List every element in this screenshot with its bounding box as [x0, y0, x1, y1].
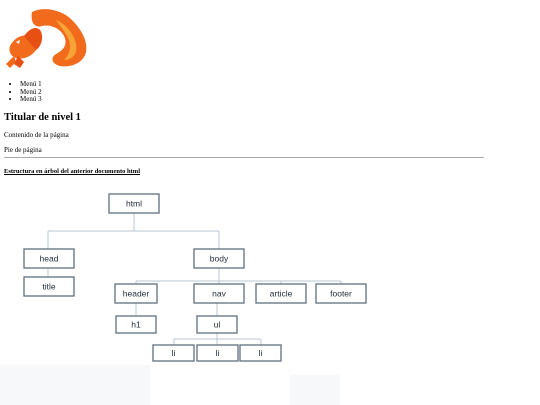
svg-text:nav: nav: [212, 289, 226, 299]
node-article: article: [255, 283, 307, 304]
node-li-3: li: [239, 344, 282, 362]
svg-text:h1: h1: [131, 320, 141, 330]
svg-text:html: html: [126, 199, 142, 209]
firefox-logo-icon: [6, 9, 87, 68]
node-title: title: [23, 276, 75, 297]
image-fade-right: [290, 375, 340, 405]
svg-text:article: article: [270, 289, 293, 299]
svg-text:li: li: [172, 348, 176, 358]
node-li-1: li: [152, 344, 195, 362]
svg-text:header: header: [123, 289, 150, 299]
node-header: header: [114, 283, 158, 304]
menu-item[interactable]: Menú 1: [20, 80, 42, 89]
svg-text:body: body: [210, 254, 229, 264]
node-h1: h1: [115, 315, 157, 334]
node-html: html: [108, 193, 160, 214]
svg-text:head: head: [40, 254, 59, 264]
node-nav: nav: [193, 283, 245, 304]
node-body: body: [193, 248, 245, 269]
image-fade-left: [0, 365, 150, 405]
tree-caption: Estructura en árbol del anterior documen…: [4, 168, 141, 175]
node-head: head: [23, 248, 75, 269]
node-ul: ul: [196, 315, 238, 334]
menu-list: Menú 1 Menú 2 Menú 3: [20, 80, 42, 104]
menu-item[interactable]: Menú 2: [20, 88, 42, 97]
svg-text:title: title: [42, 282, 56, 292]
horizontal-rule: [4, 157, 484, 158]
svg-text:ul: ul: [214, 320, 221, 330]
page-content: Contenido de la página: [4, 131, 69, 139]
menu-item[interactable]: Menú 3: [20, 95, 42, 104]
svg-text:li: li: [259, 348, 263, 358]
tree-connectors: [47, 213, 342, 345]
svg-text:li: li: [216, 348, 220, 358]
node-li-2: li: [196, 344, 239, 362]
page-heading: Titular de nivel 1: [4, 112, 81, 123]
node-footer: footer: [315, 283, 367, 304]
svg-text:footer: footer: [330, 289, 352, 299]
page-footer: Pie de página: [4, 146, 42, 154]
dom-tree-diagram: html head body title header nav article: [0, 193, 367, 405]
